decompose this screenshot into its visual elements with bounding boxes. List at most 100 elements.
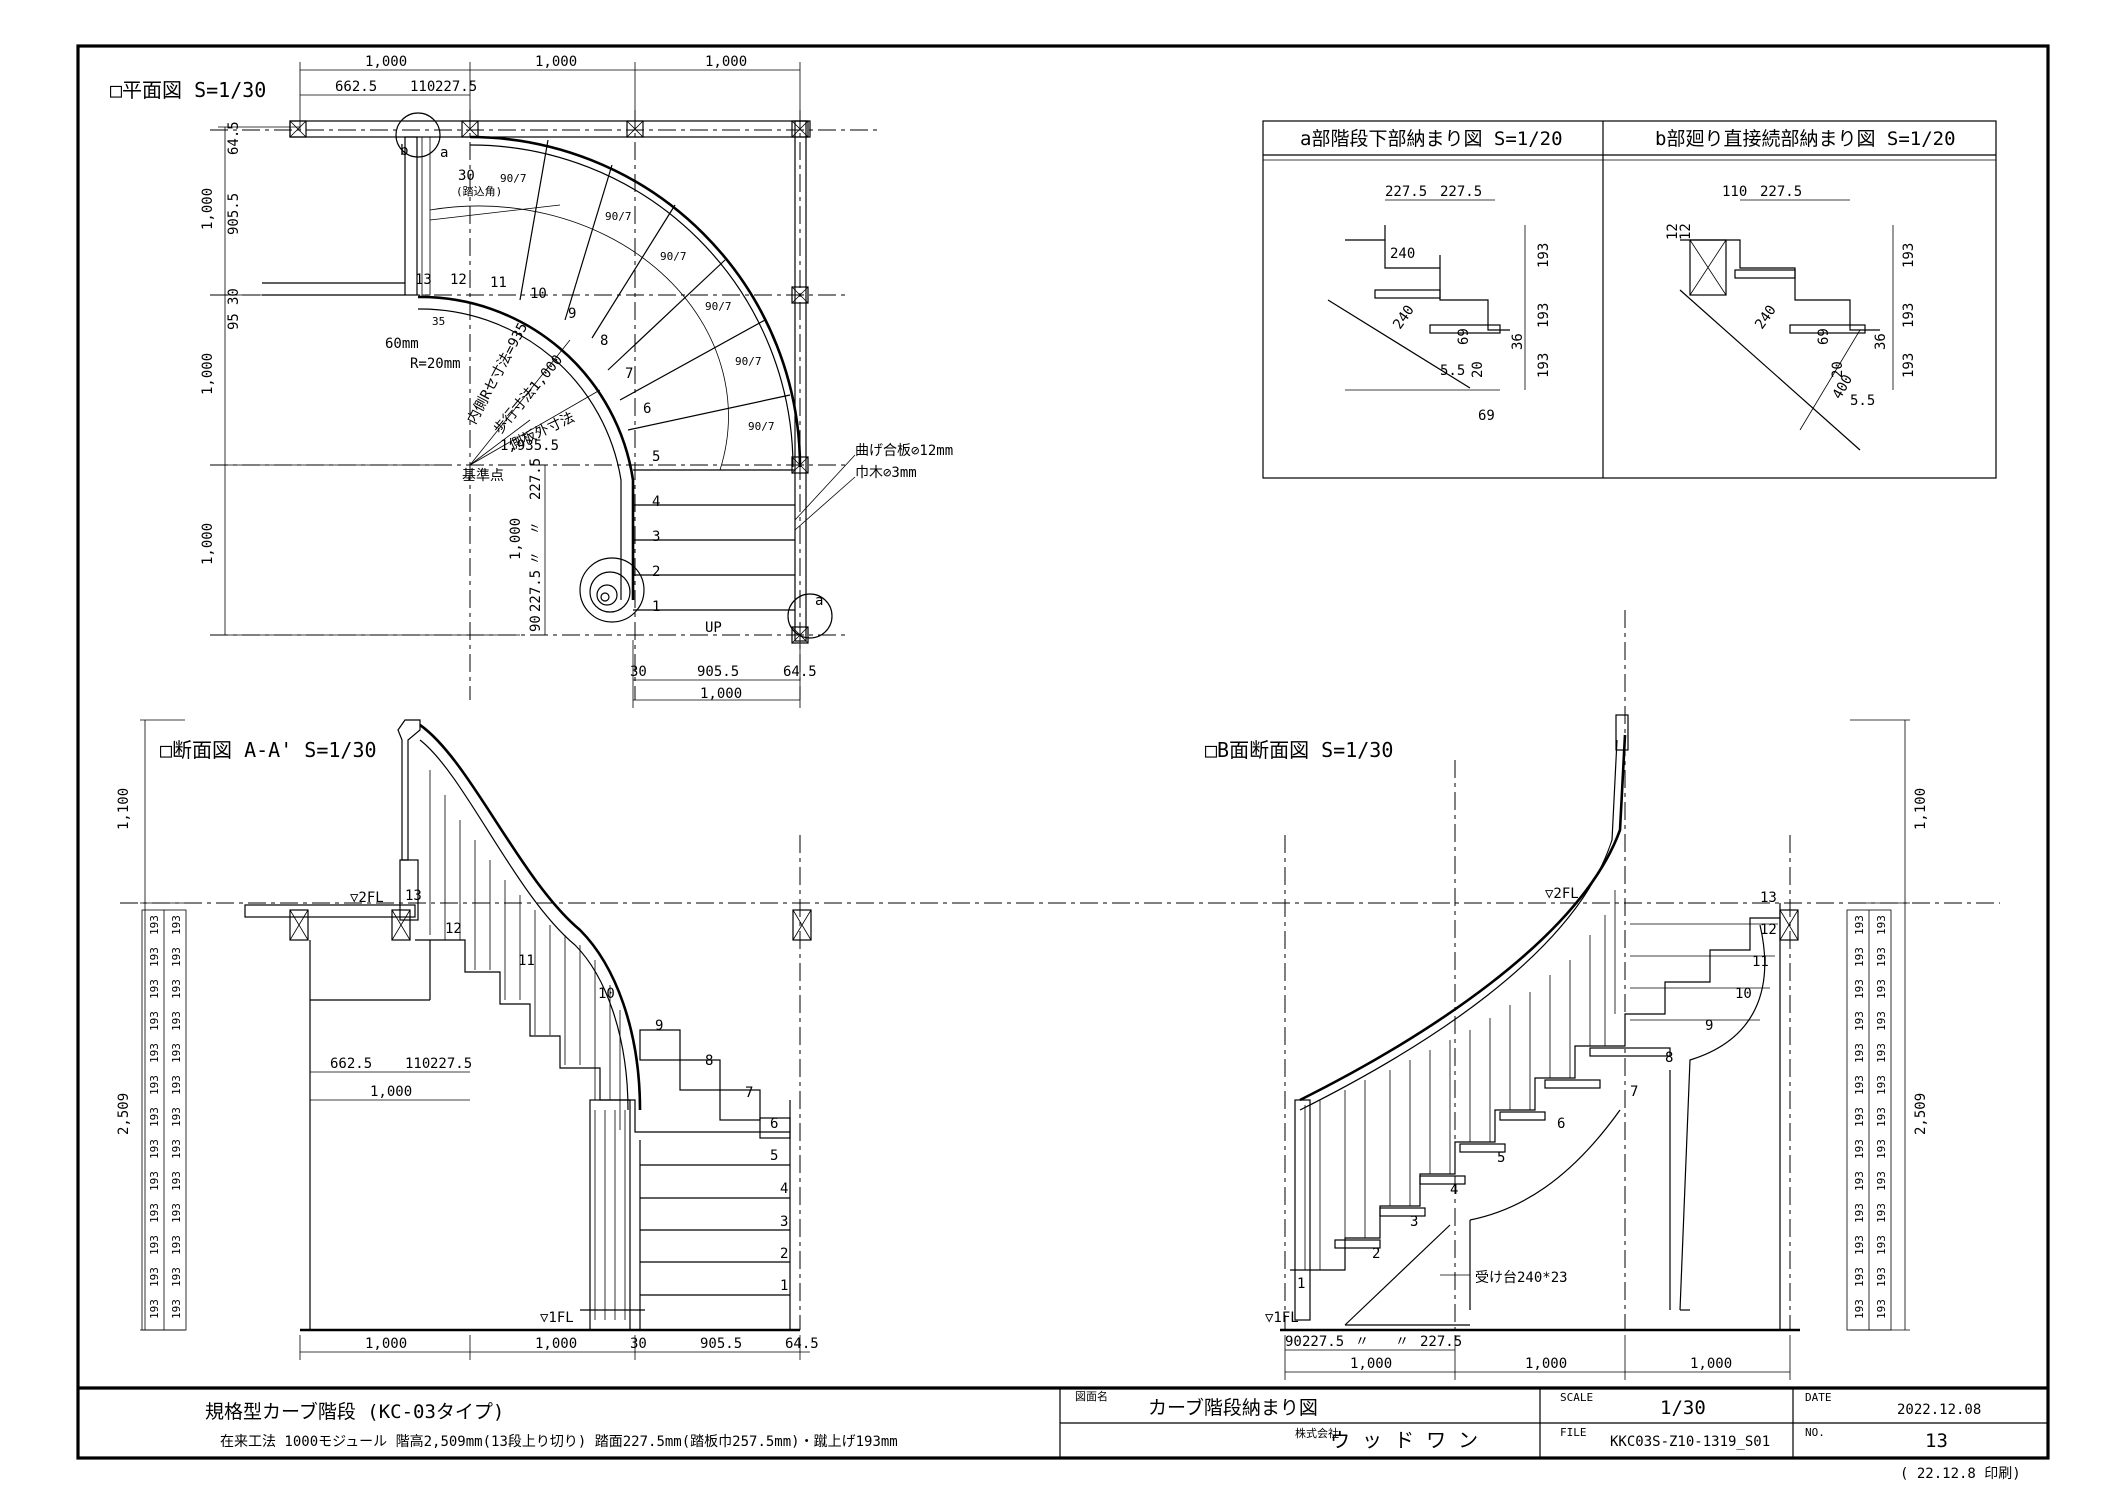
plan-bdim-30: 30 [630, 664, 647, 680]
svg-text:193: 193 [170, 1107, 183, 1127]
plan-dim-top-2: 1,000 [535, 54, 577, 70]
plan-dim-top-3: 1,000 [705, 54, 747, 70]
section-b-step-3: 3 [1410, 1214, 1418, 1230]
svg-text:193: 193 [170, 1139, 183, 1159]
svg-text:193: 193 [148, 1075, 161, 1095]
svg-text:193: 193 [1875, 1107, 1888, 1127]
detail-b-drawing: 110 227.5 12 12 240 69 36 20 400 5.5 193… [1665, 184, 1917, 451]
section-aa-dim-110: 110 [405, 1056, 430, 1072]
plan-dim-left-1000b: 1,000 [200, 353, 216, 395]
svg-text:193: 193 [1875, 1203, 1888, 1223]
plan-vdim-1000: 1,000 [508, 518, 524, 560]
title-drawing-name: カーブ階段納まり図 [1148, 1396, 1318, 1419]
svg-text:193: 193 [148, 915, 161, 935]
title-scale-label: SCALE [1560, 1391, 1593, 1404]
title-date-label: DATE [1805, 1391, 1832, 1404]
title-scale: 1/30 [1660, 1397, 1706, 1419]
plan-dim-left-1000c: 1,000 [200, 523, 216, 565]
section-aa-step-8: 8 [705, 1053, 713, 1069]
detail-b-v193a: 193 [1901, 243, 1917, 268]
section-b-step-11: 11 [1752, 954, 1769, 970]
plan-vdim-227a: 227.5 [528, 458, 544, 500]
section-b-dim-2509: 2,509 [1913, 1093, 1929, 1135]
section-aa-step-9: 9 [655, 1018, 663, 1034]
title-file-label: FILE [1560, 1426, 1587, 1439]
svg-text:193: 193 [170, 1299, 183, 1319]
title-line1: 規格型カーブ階段 (KC-03タイプ) [205, 1400, 504, 1423]
plan-bdim-64: 64.5 [783, 664, 817, 680]
plan-step-5: 5 [652, 449, 660, 465]
title-printed: ( 22.12.8 印刷) [1900, 1466, 2021, 1482]
section-b-note-stand: 受け台240*23 [1475, 1270, 1568, 1286]
section-aa-bdim-2: 1,000 [535, 1336, 577, 1352]
svg-text:193: 193 [1853, 1171, 1866, 1191]
detail-b-dim-20: 20 [1830, 361, 1846, 378]
plan-step-1: 1 [652, 599, 660, 615]
svg-text:193: 193 [170, 1267, 183, 1287]
section-b-step-12: 12 [1760, 922, 1777, 938]
section-b-riser-labels: 193 193 193 193 193 193 193 193 193 193 … [1853, 915, 1888, 1319]
svg-text:193: 193 [1875, 1043, 1888, 1063]
section-aa-bdim-905: 905.5 [700, 1336, 742, 1352]
svg-text:193: 193 [1875, 1235, 1888, 1255]
detail-b-dim-12b: 12 [1678, 223, 1694, 240]
plan-step-10: 10 [530, 286, 547, 302]
section-aa-step-2: 2 [780, 1246, 788, 1262]
svg-text:193: 193 [1853, 1139, 1866, 1159]
section-aa: □断面図 A-A' S=1/30 ▽2FL ▽1FL 1,100 2,509 1… [116, 719, 819, 1360]
sheet-frame [76, 44, 2050, 1460]
detail-b-dim-110: 110 [1722, 184, 1747, 200]
title-file: KKC03S-Z10-1319_S01 [1610, 1434, 1770, 1450]
svg-text:193: 193 [170, 1203, 183, 1223]
title-company: ウ ッ ド ワ ン [1330, 1428, 1478, 1452]
section-aa-dim-1100: 1,100 [116, 788, 132, 830]
plan-note-base: 基準点 [462, 467, 504, 484]
svg-text:193: 193 [1853, 915, 1866, 935]
svg-text:193: 193 [1875, 915, 1888, 935]
detail-a-v193a: 193 [1536, 243, 1552, 268]
plan-dim-left-95: 95 [226, 313, 242, 330]
svg-text:193: 193 [148, 1299, 161, 1319]
svg-text:193: 193 [1853, 1043, 1866, 1063]
section-b-step-9: 9 [1705, 1018, 1713, 1034]
section-aa-step-5: 5 [770, 1148, 778, 1164]
plan-note-outer-val: 1,935.5 [500, 438, 559, 454]
detail-b-dim-36: 36 [1873, 333, 1889, 350]
detail-b-dim-5-5: 5.5 [1850, 393, 1875, 409]
plan-angle-3: 90/7 [660, 250, 687, 263]
plan-angle-6: 90/7 [748, 420, 775, 433]
detail-a-title: a部階段下部納まり図 S=1/20 [1300, 128, 1563, 150]
detail-b-dim-227: 227.5 [1760, 184, 1802, 200]
section-aa-step-13: 13 [405, 888, 422, 904]
plan-title: □平面図 S=1/30 [110, 78, 266, 102]
section-aa-step-1: 1 [780, 1278, 788, 1294]
plan-mark-a: a [440, 145, 448, 161]
section-b-step-1: 1 [1297, 1276, 1305, 1292]
svg-text:193: 193 [1853, 1299, 1866, 1319]
plan-vdim-90: 90 [528, 615, 544, 632]
detail-b-dim-69: 69 [1816, 328, 1832, 345]
section-b-bdim-ditto2: 〃 [1395, 1334, 1409, 1350]
section-b-step-5: 5 [1497, 1150, 1505, 1166]
title-no: 13 [1925, 1430, 1948, 1452]
svg-text:193: 193 [1853, 1075, 1866, 1095]
title-block: 規格型カーブ階段 (KC-03タイプ) 在来工法 1000モジュール 階高2,5… [78, 1386, 2048, 1482]
plan-view: □平面図 S=1/30 1,000 1,000 1,000 662.5 110 … [110, 54, 953, 708]
section-aa-riser-labels: 193 193 193 193 193 193 193 193 193 193 … [148, 915, 183, 1319]
svg-text:193: 193 [170, 1171, 183, 1191]
svg-text:193: 193 [148, 1011, 161, 1031]
plan-bdim-905: 905.5 [697, 664, 739, 680]
detail-a-v193b: 193 [1536, 303, 1552, 328]
plan-step-3: 3 [652, 529, 660, 545]
section-aa-step-7: 7 [745, 1085, 753, 1101]
svg-text:193: 193 [1875, 1011, 1888, 1031]
detail-a-dim-240a: 240 [1390, 246, 1415, 262]
plan-mark-b: b [400, 143, 408, 159]
plan-step-6: 6 [643, 401, 651, 417]
plan-step-8: 8 [600, 333, 608, 349]
plan-mark-a2: a [815, 593, 823, 609]
detail-a-dim-227b: 227.5 [1440, 184, 1482, 200]
detail-b-dim-240: 240 [1752, 302, 1780, 332]
detail-a-dim-69b: 69 [1478, 408, 1495, 424]
plan-angle-30: 30 [458, 168, 475, 184]
